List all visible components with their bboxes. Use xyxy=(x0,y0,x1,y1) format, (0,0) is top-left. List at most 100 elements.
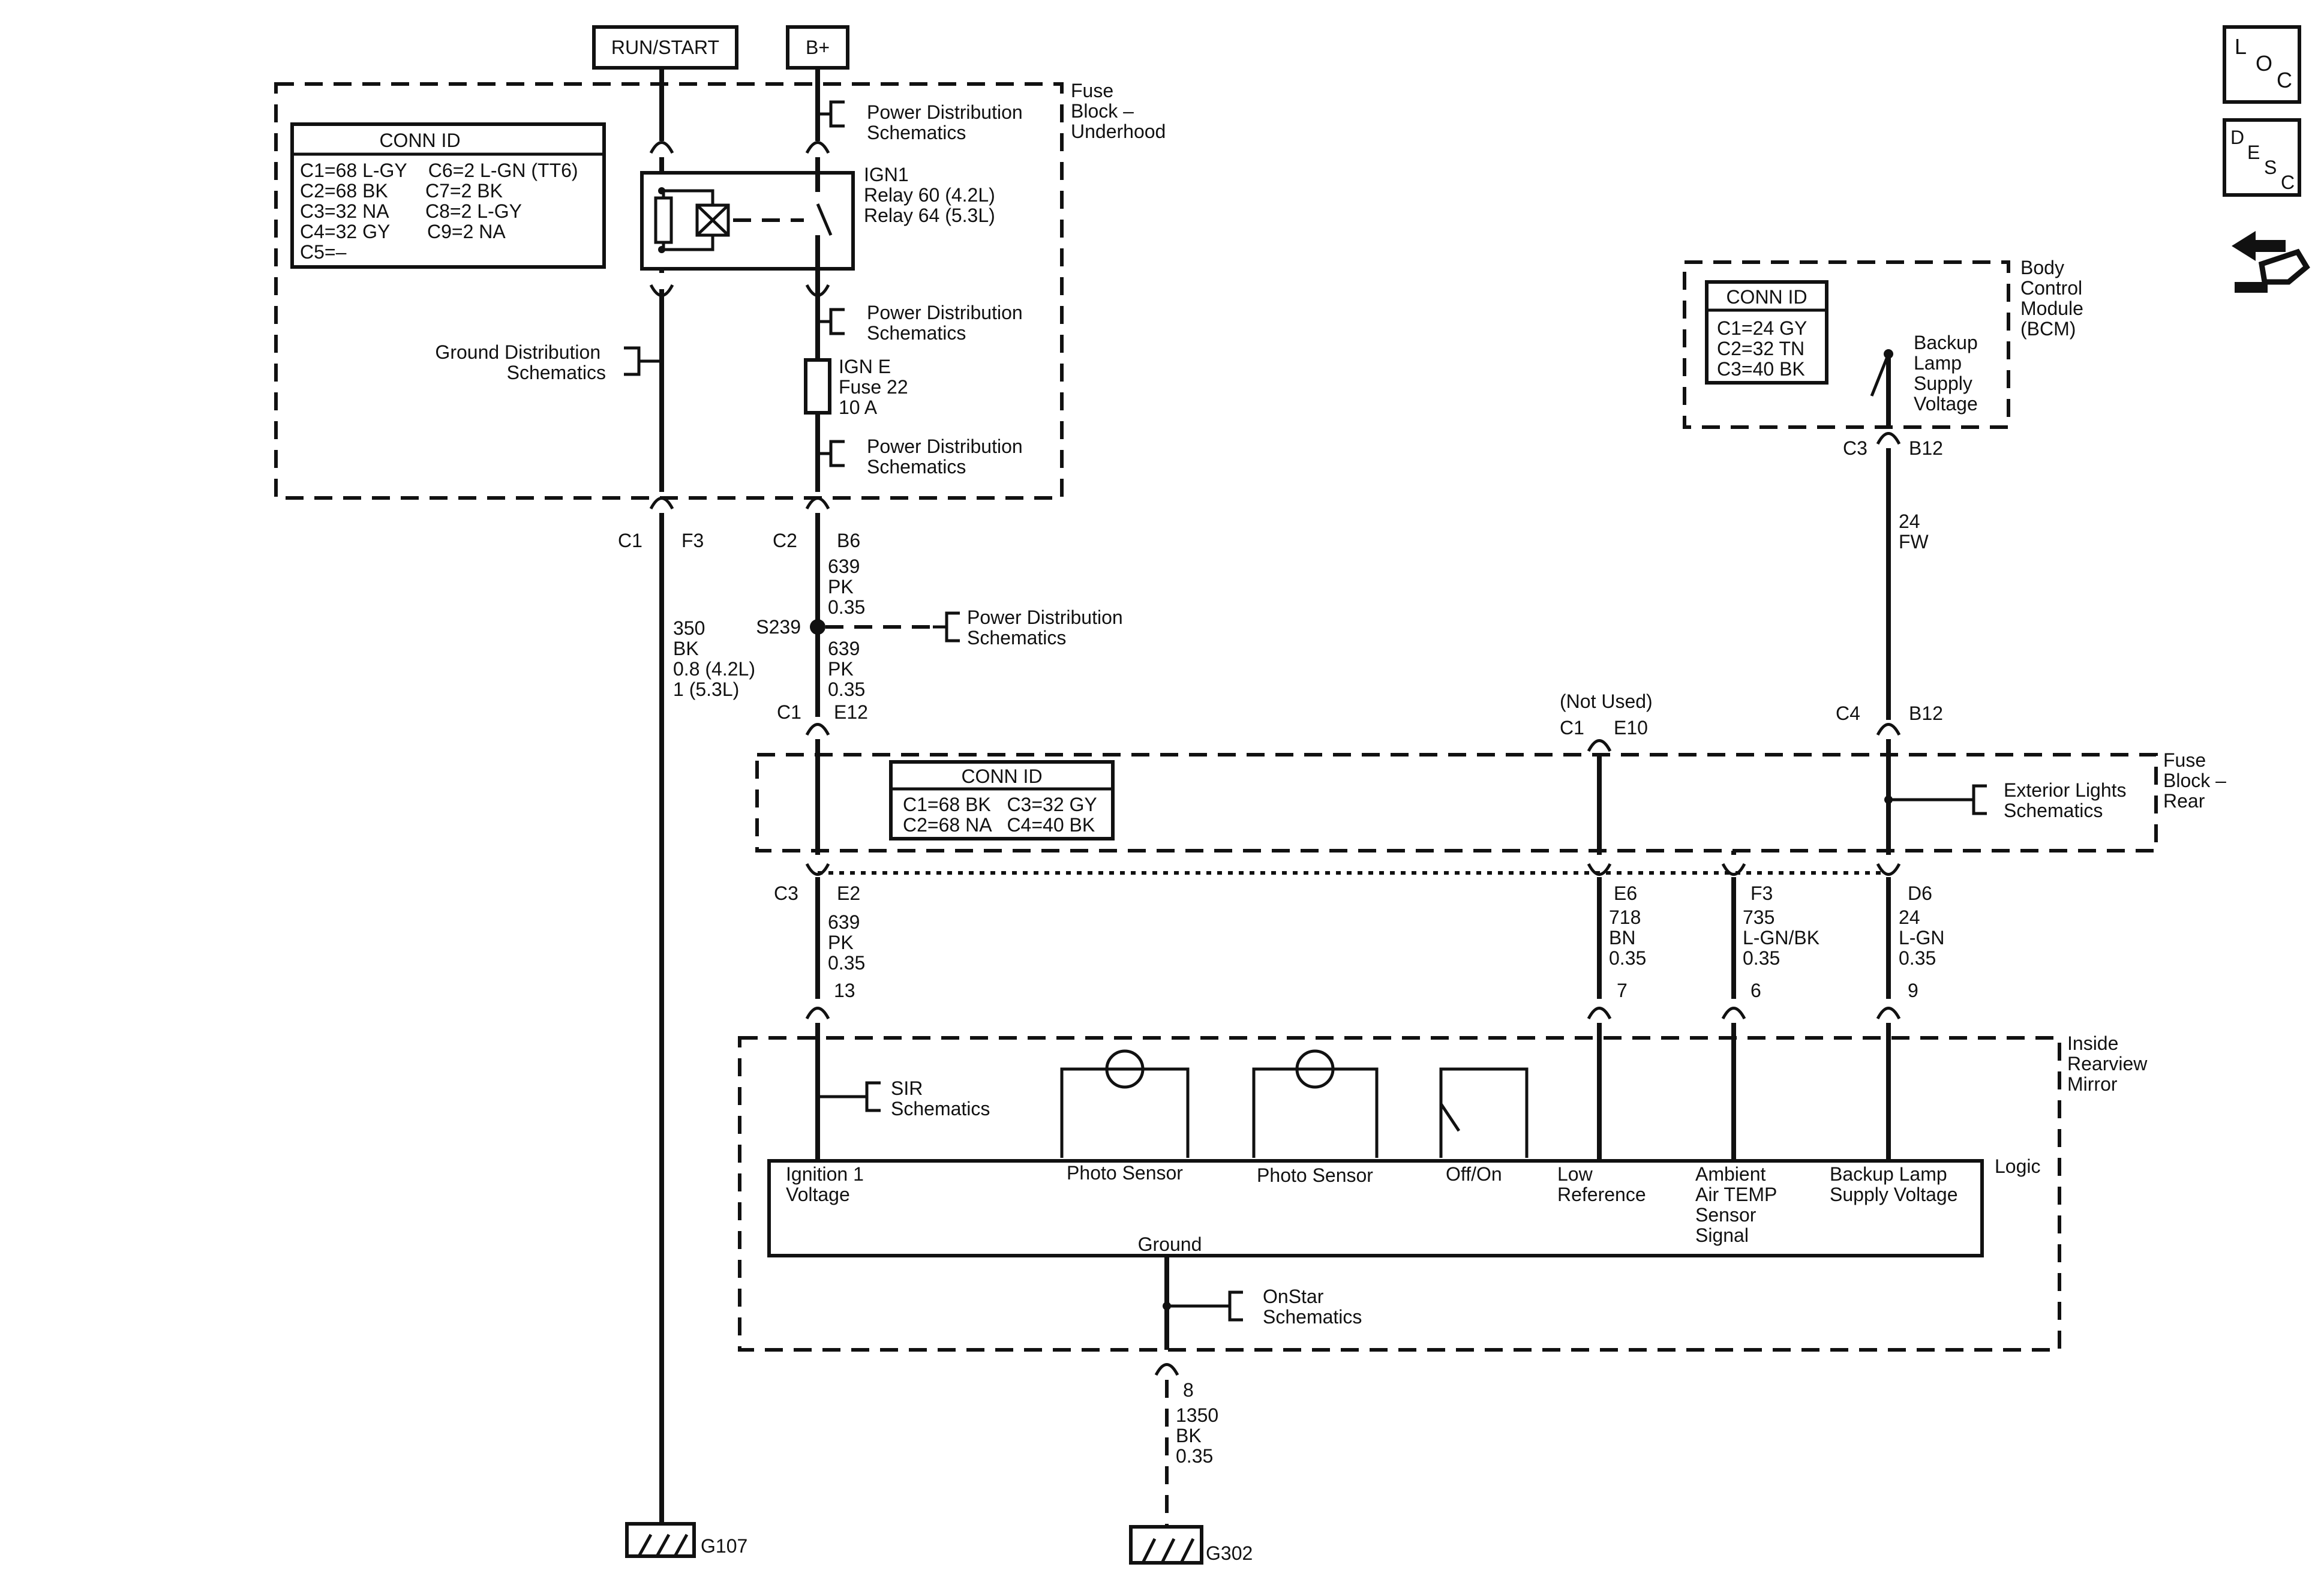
mirror-wire-label: 718 BN 0.35 xyxy=(1609,906,1646,969)
mirror-wire-label: 735 L-GN/BK 0.35 xyxy=(1743,906,1825,969)
underhood-conn-row: C2=68 BK C7=2 BK xyxy=(300,180,503,202)
power-dist-ref: Power Distribution Schematics xyxy=(867,302,1028,344)
mirror-outline xyxy=(738,1036,2061,1352)
bcm-switch xyxy=(1870,353,1890,397)
bcm-conn-id-table xyxy=(1705,280,1828,385)
mirror-pin: 7 xyxy=(1617,980,1628,1001)
left-wire-conn: C1 xyxy=(618,530,642,551)
rear-b12-label: B12 xyxy=(1909,703,1943,724)
rear-conn-id-title: CONN ID xyxy=(961,766,1042,787)
run-start-label: RUN/START xyxy=(611,37,719,58)
center-upper-wire-label: 639 PK 0.35 xyxy=(828,556,865,618)
bplus-label: B+ xyxy=(806,37,830,58)
photo-sensor-1-label: Photo Sensor xyxy=(1067,1162,1183,1184)
ign1-voltage-label: Ignition 1 Voltage xyxy=(786,1163,869,1205)
power-dist-ref: Power Distribution Schematics xyxy=(867,101,1028,143)
underhood-conn-id-title: CONN ID xyxy=(379,130,460,151)
connector-arc-c1-f3 xyxy=(649,497,674,510)
bcm-conn-row: C2=32 TN xyxy=(1717,338,1804,359)
connector-arc-c2-b6 xyxy=(805,497,830,510)
bcm-title: Body Control Module (BCM) xyxy=(2020,257,2089,340)
center-below-wire-label: 639 PK 0.35 xyxy=(828,911,865,974)
ground-dist-ref: Ground Distribution Schematics xyxy=(435,341,606,383)
not-used-label: (Not Used) xyxy=(1560,691,1653,712)
center-lower-wire-label: 639 PK 0.35 xyxy=(828,638,865,700)
mirror-wire-pin: E6 xyxy=(1614,882,1637,904)
svg-text:L: L xyxy=(2235,34,2247,59)
mirror-wire-pin: F3 xyxy=(1750,882,1773,904)
underhood-conn-row: C1=68 L-GY C6=2 L-GN (TT6) xyxy=(300,160,578,181)
rear-conn-id-table xyxy=(889,760,1115,840)
bcm-conn-id-title: CONN ID xyxy=(1726,286,1807,308)
bcm-b12-label: B12 xyxy=(1909,437,1943,459)
svg-text:S: S xyxy=(2264,157,2277,178)
fuse-block-underhood-title: Fuse Block – Underhood xyxy=(1071,80,1166,142)
ign-e-fuse-label: IGN E Fuse 22 10 A xyxy=(839,356,914,418)
left-wire-label: 350 BK 0.8 (4.2L) 1 (5.3L) xyxy=(673,617,761,700)
off-on-label: Off/On xyxy=(1446,1163,1502,1185)
ground-label: Ground xyxy=(1138,1233,1202,1255)
center-e12-label: E12 xyxy=(834,701,868,723)
photo-sensor-2-frame xyxy=(1252,1067,1379,1158)
ground-g302-label: G302 xyxy=(1206,1542,1253,1564)
ground-wire-pin: 8 xyxy=(1183,1379,1194,1401)
mirror-logic-box xyxy=(767,1159,1984,1257)
run-start-source xyxy=(592,25,738,70)
bcm-wire-label: 24 FW xyxy=(1899,511,1929,553)
left-wire-pin: F3 xyxy=(681,530,704,551)
photo-sensor-1-icon xyxy=(1105,1049,1145,1089)
low-reference-label: Low Reference xyxy=(1557,1163,1646,1205)
ign1-relay-label: IGN1 Relay 60 (4.2L) Relay 64 (5.3L) xyxy=(864,164,1001,226)
mirror-pin: 9 xyxy=(1908,980,1918,1001)
center-e2-label: E2 xyxy=(837,882,860,904)
rear-c1-label: C1 xyxy=(1560,717,1584,739)
photo-sensor-2-icon xyxy=(1295,1049,1335,1089)
underhood-conn-row: C3=32 NA C8=2 L-GY xyxy=(300,200,522,222)
bcm-conn-row: C1=24 GY xyxy=(1717,317,1807,339)
ground-wire-label: 1350 BK 0.35 xyxy=(1176,1404,1224,1467)
photo-sensor-2-label: Photo Sensor xyxy=(1257,1164,1373,1186)
rear-c4-label: C4 xyxy=(1836,703,1860,724)
rear-conn-row: C2=68 NA C4=40 BK xyxy=(903,814,1095,836)
rear-e10-label: E10 xyxy=(1614,717,1648,739)
backup-lamp-label: Backup Lamp Supply Voltage xyxy=(1830,1163,1958,1205)
ign-e-fuse xyxy=(804,358,831,415)
off-on-switch-frame xyxy=(1439,1067,1529,1158)
ground-g107-label: G107 xyxy=(701,1535,747,1557)
center-c2-label: C2 xyxy=(773,530,797,551)
sir-ref: SIR Schematics xyxy=(891,1077,990,1119)
connector-arc xyxy=(649,141,674,154)
photo-sensor-1-frame xyxy=(1060,1067,1190,1158)
connector-view-icon[interactable] xyxy=(2232,231,2310,293)
svg-text:E: E xyxy=(2247,142,2260,163)
mirror-title: Inside Rearview Mirror xyxy=(2067,1032,2152,1095)
splice-s239 xyxy=(810,619,825,635)
svg-text:D: D xyxy=(2230,127,2244,148)
exterior-lights-ref: Exterior Lights Schematics xyxy=(2004,779,2131,821)
svg-text:C: C xyxy=(2281,172,2295,193)
desc-icon[interactable]: D E S C xyxy=(2223,118,2301,197)
underhood-conn-id-table xyxy=(290,122,606,269)
rear-conn-row: C1=68 BK C3=32 GY xyxy=(903,794,1097,815)
splice-s239-label: S239 xyxy=(756,616,801,638)
bcm-outline xyxy=(1683,260,2010,429)
underhood-conn-row: C5=– xyxy=(300,241,347,263)
off-on-switch xyxy=(1439,1103,1461,1132)
center-c1-label: C1 xyxy=(777,701,801,723)
mirror-pin: 6 xyxy=(1750,980,1761,1001)
ambient-air-temp-label: Ambient Air TEMP Sensor Signal xyxy=(1695,1163,1782,1246)
connector-arc-c1-e12 xyxy=(805,723,830,736)
bcm-c3-label: C3 xyxy=(1843,437,1867,459)
connector-arc-bcm-c3-b12 xyxy=(1876,432,1901,445)
fuse-block-rear-outline xyxy=(755,753,2158,852)
onstar-ref: OnStar Schematics xyxy=(1263,1286,1362,1328)
svg-text:O: O xyxy=(2256,51,2272,76)
loc-icon[interactable]: L O C xyxy=(2223,25,2301,104)
mirror-wire-label: 24 L-GN 0.35 xyxy=(1899,906,1950,969)
bcm-switch-label: Backup Lamp Supply Voltage xyxy=(1914,332,1983,415)
fuse-block-rear-title: Fuse Block – Rear xyxy=(2163,749,2232,812)
underhood-conn-row: C4=32 GY C9=2 NA xyxy=(300,221,506,242)
splice-power-dist-ref: Power Distribution Schematics xyxy=(967,607,1128,649)
bcm-conn-row: C3=40 BK xyxy=(1717,358,1805,380)
